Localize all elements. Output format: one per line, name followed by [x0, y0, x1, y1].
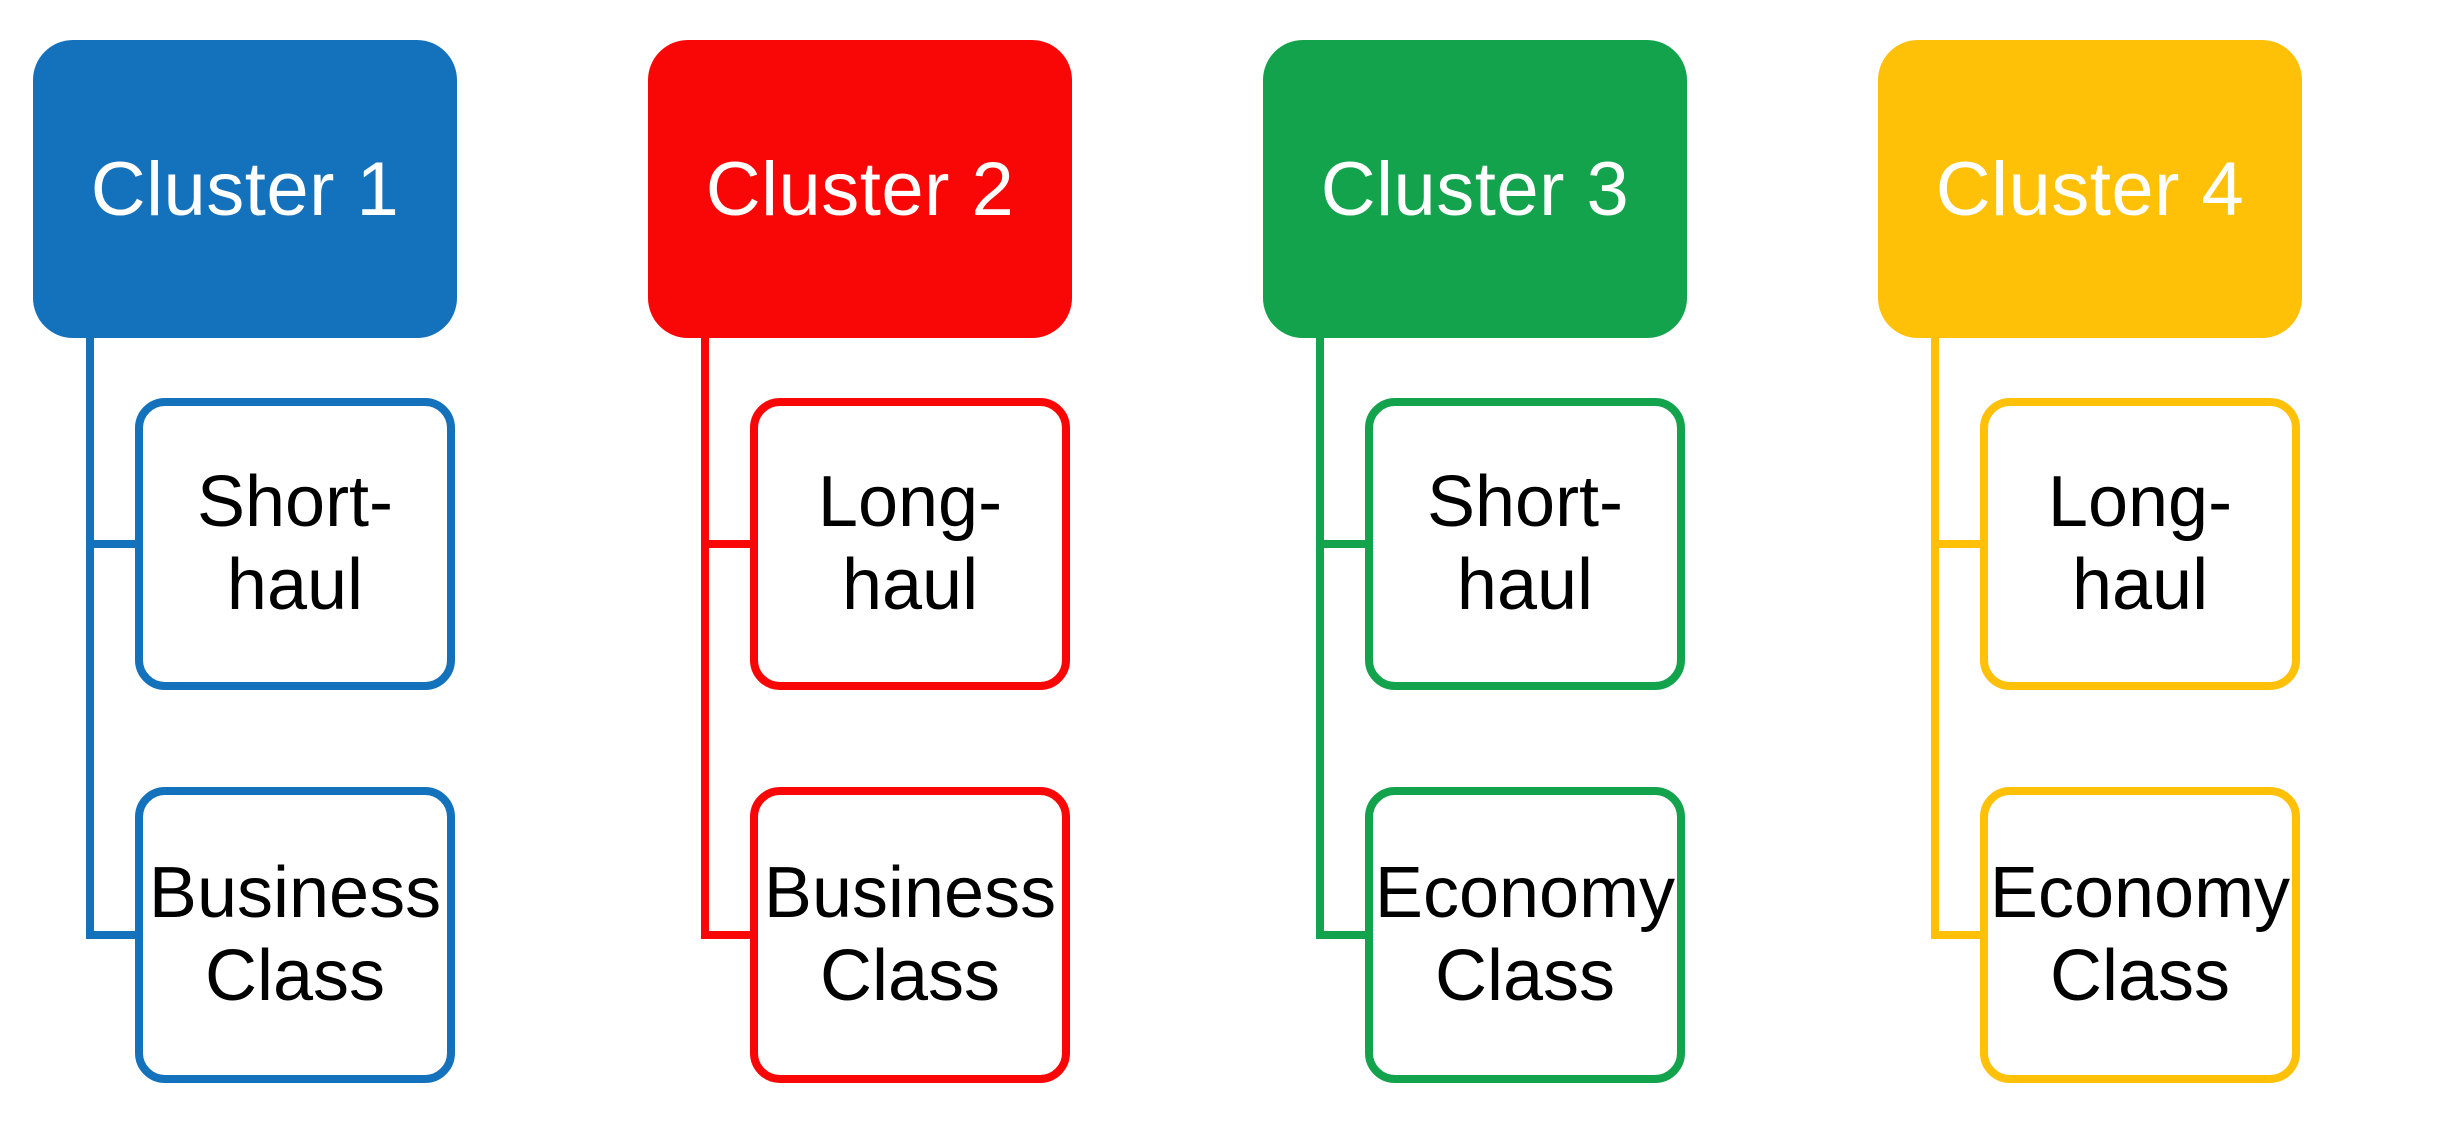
cluster-3-connector-elbow-top: [1316, 540, 1365, 548]
cluster-4-connector-elbow-top: [1931, 540, 1980, 548]
cluster-3-connector-elbow-bottom: [1316, 931, 1365, 939]
cluster-1-connector-elbow-bottom: [86, 931, 135, 939]
cluster-3-haul-type-box: Short- haul: [1365, 398, 1685, 690]
cluster-1-connector-elbow-top: [86, 540, 135, 548]
cluster-4-class-type-box: Economy Class: [1980, 787, 2300, 1083]
cluster-4-connector-trunk: [1931, 336, 1939, 939]
cluster-2-header: Cluster 2: [648, 40, 1072, 338]
cluster-1-connector-trunk: [86, 336, 94, 939]
cluster-2-connector-trunk: [701, 336, 709, 939]
cluster-2-group: Cluster 2 Long- haul Business Class: [648, 0, 1263, 1147]
cluster-2-connector-elbow-bottom: [701, 931, 750, 939]
cluster-3-connector-trunk: [1316, 336, 1324, 939]
cluster-2-connector-elbow-top: [701, 540, 750, 548]
cluster-1-haul-type-box: Short- haul: [135, 398, 455, 690]
cluster-2-haul-type-box: Long- haul: [750, 398, 1070, 690]
cluster-1-class-type-box: Business Class: [135, 787, 455, 1083]
cluster-3-header: Cluster 3: [1263, 40, 1687, 338]
cluster-4-haul-type-box: Long- haul: [1980, 398, 2300, 690]
cluster-1-group: Cluster 1 Short- haul Business Class: [33, 0, 648, 1147]
cluster-4-group: Cluster 4 Long- haul Economy Class: [1878, 0, 2446, 1147]
cluster-4-connector-elbow-bottom: [1931, 931, 1980, 939]
cluster-1-header: Cluster 1: [33, 40, 457, 338]
cluster-3-class-type-box: Economy Class: [1365, 787, 1685, 1083]
cluster-4-header: Cluster 4: [1878, 40, 2302, 338]
cluster-2-class-type-box: Business Class: [750, 787, 1070, 1083]
cluster-3-group: Cluster 3 Short- haul Economy Class: [1263, 0, 1878, 1147]
